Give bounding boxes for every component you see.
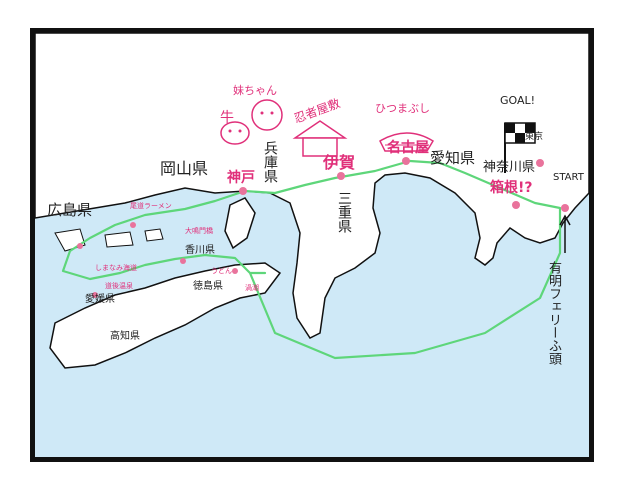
- label-iga: 伊賀: [323, 153, 356, 172]
- map-canvas: [35, 33, 589, 369]
- note-goal: GOAL!: [500, 94, 536, 107]
- goal-flag-icon: [504, 122, 536, 173]
- dot-hakone: [512, 201, 520, 209]
- shikoku-land: [49, 262, 282, 369]
- map-frame: 広島県 岡山県 兵庫県 三重県 愛知県 神奈川県 香川県 徳島県 愛媛県 高知県…: [30, 28, 594, 462]
- ninja-house-icon: [292, 120, 348, 157]
- note-shikoku-3: うどん: [211, 267, 232, 275]
- label-okayama: 岡山県: [160, 159, 209, 178]
- note-ferry: 有明フェリーふ頭: [546, 261, 561, 365]
- honshu-land: [35, 33, 589, 339]
- note-shikoku-5: 渦潮: [245, 284, 259, 292]
- label-kagawa: 香川県: [185, 245, 215, 256]
- note-hiroshima-left: 尾道ラーメン: [130, 202, 172, 210]
- cow-icon: [220, 121, 250, 145]
- seto-islands: [54, 228, 164, 252]
- dot-nagoya: [402, 157, 410, 165]
- note-shikoku-4: 大鳴門橋: [185, 227, 213, 235]
- imouto-icon: [251, 99, 283, 131]
- dot-hiroshima: [77, 243, 83, 249]
- hitsumabushi-icon: [379, 132, 435, 152]
- label-mie: 三重県: [336, 191, 352, 233]
- label-hiroshima: 広島県: [47, 201, 93, 219]
- label-ehime: 愛媛県: [85, 294, 115, 305]
- label-kobe: 神戸: [227, 170, 255, 186]
- note-ushi: 牛: [220, 110, 234, 126]
- note-shikoku-2: 道後温泉: [105, 282, 133, 290]
- note-hitsumabushi: ひつまぶし: [375, 102, 430, 115]
- dot-ariake: [561, 204, 569, 212]
- awaji-island: [224, 197, 256, 250]
- label-kanagawa: 神奈川県: [483, 160, 536, 175]
- dot-kagawa: [180, 258, 186, 264]
- dot-kobe: [239, 187, 247, 195]
- label-tokyo: 東京: [525, 132, 544, 142]
- note-start: START: [553, 172, 584, 183]
- dot-okayama: [130, 222, 136, 228]
- label-hakone: 箱根!?: [490, 180, 533, 196]
- label-hyogo: 兵庫県: [262, 141, 278, 183]
- dot-tokyo: [536, 159, 544, 167]
- dot-iga: [337, 172, 345, 180]
- ferry-arrow-icon: [559, 214, 571, 253]
- note-imouto: 妹ちゃん: [233, 84, 277, 97]
- note-shikoku-1: しまなみ海道: [95, 264, 137, 272]
- dot-ehime: [92, 292, 98, 298]
- label-aichi: 愛知県: [430, 149, 476, 167]
- travel-route: [61, 159, 562, 360]
- dot-tokushima: [232, 268, 238, 274]
- label-tokushima: 徳島県: [193, 281, 223, 292]
- label-nagoya: 名古屋: [387, 140, 429, 156]
- label-kochi: 高知県: [110, 331, 140, 342]
